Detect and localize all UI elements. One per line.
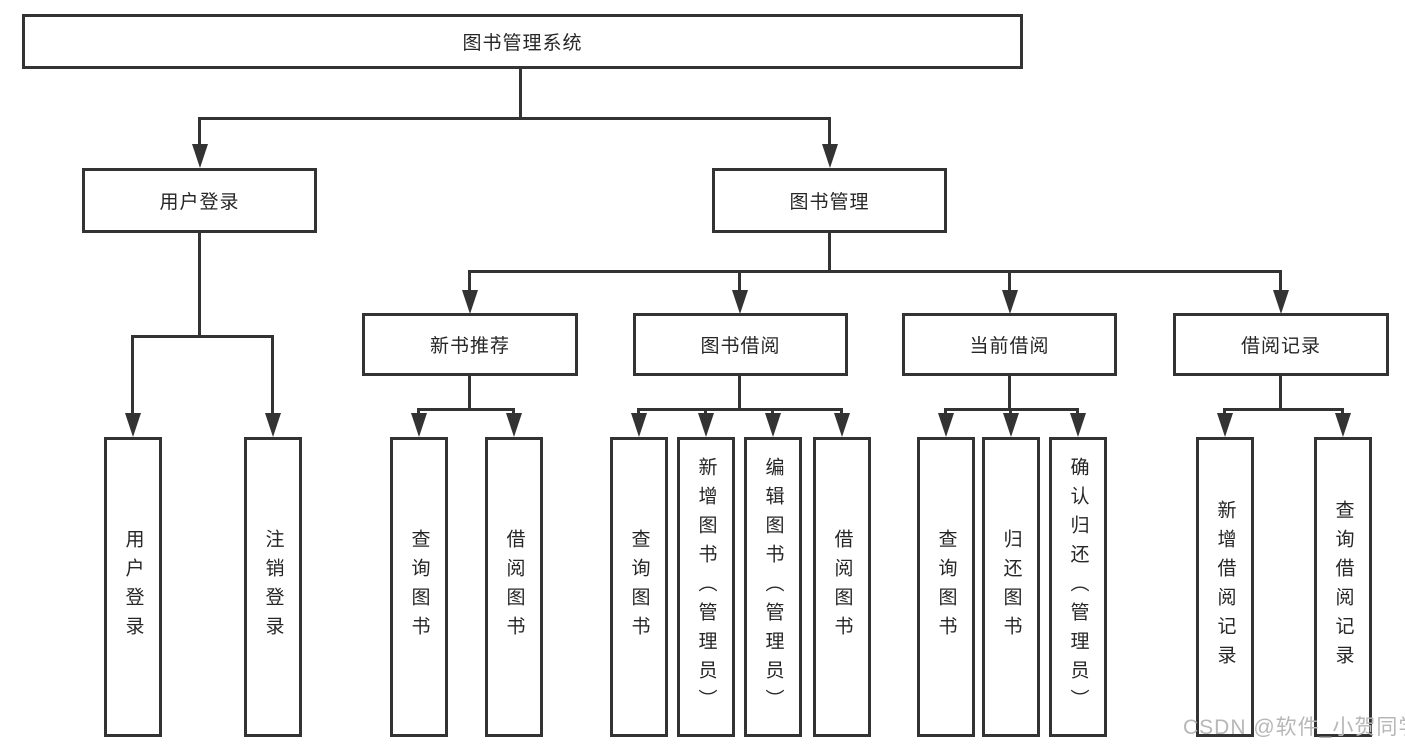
connector-leaf-drop <box>1223 408 1226 416</box>
node-user-login: 用户登录 <box>82 168 317 233</box>
connector-leaf-drop <box>771 408 774 416</box>
leaf-bb-edit-books-admin: 编辑图书（管理员） <box>744 437 802 737</box>
connector-leaf-drop <box>1009 408 1012 416</box>
node-current-borrow: 当前借阅 <box>902 313 1117 376</box>
arrowhead-currentborrow <box>1002 290 1018 314</box>
connector-newbookrec-drop <box>468 270 471 292</box>
leaf-nb-query-books-label: 查询图书 <box>408 529 430 645</box>
connector-leaf-drop <box>1076 408 1079 416</box>
connector-bookmgmt-hbar <box>468 270 1282 273</box>
arrowhead-leaf-nb-query <box>411 413 427 437</box>
watermark: CSDN @软件_小贺同学 <box>1183 716 1405 739</box>
connector-userlogin-hbar <box>131 335 274 338</box>
node-book-borrow: 图书借阅 <box>633 313 848 376</box>
leaf-bb-edit-books-admin-label: 编辑图书（管理员） <box>762 456 784 718</box>
connector-userlogin-stem <box>198 233 201 337</box>
connector-leaf-userlogin-drop <box>131 335 134 415</box>
leaf-user-login: 用户登录 <box>104 437 162 737</box>
arrowhead-leaf-nb-borrow <box>506 413 522 437</box>
arrowhead-leaf-bb-borrow <box>834 413 850 437</box>
node-book-mgmt: 图书管理 <box>712 168 947 233</box>
node-new-book-rec: 新书推荐 <box>362 313 578 376</box>
connector-borrowrecord-hbar <box>1223 408 1344 411</box>
node-book-borrow-label: 图书借阅 <box>700 336 781 357</box>
leaf-user-login-label: 用户登录 <box>122 529 144 645</box>
leaf-logout: 注销登录 <box>244 437 302 737</box>
leaf-br-query-record: 查询借阅记录 <box>1314 437 1372 737</box>
node-root-label: 图书管理系统 <box>462 33 583 54</box>
connector-leaf-drop <box>637 408 640 416</box>
connector-bookborrow-drop <box>738 270 741 292</box>
leaf-br-add-record: 新增借阅记录 <box>1196 437 1254 737</box>
node-new-book-rec-label: 新书推荐 <box>429 336 510 357</box>
connector-borrowrecord-drop <box>1279 270 1282 292</box>
node-user-login-label: 用户登录 <box>159 192 240 213</box>
connector-bookmgmt-stem <box>828 233 831 272</box>
leaf-bb-add-books-admin: 新增图书（管理员） <box>677 437 735 737</box>
connector-bookborrow-stem <box>738 376 741 410</box>
arrowhead-leaf-bb-add <box>698 413 714 437</box>
arrowhead-bookmgmt <box>822 144 838 168</box>
arrowhead-userlogin <box>192 144 208 168</box>
node-borrow-record: 借阅记录 <box>1173 313 1389 376</box>
node-book-mgmt-label: 图书管理 <box>789 192 870 213</box>
arrowhead-leaf-cb-confirm <box>1070 413 1086 437</box>
connector-leaf-logout-drop <box>271 335 274 415</box>
leaf-br-add-record-label: 新增借阅记录 <box>1214 500 1236 674</box>
leaf-cb-query-books-label: 查询图书 <box>935 529 957 645</box>
arrowhead-leaf-logout <box>265 413 281 437</box>
connector-leaf-drop <box>704 408 707 416</box>
connector-newbookrec-hbar <box>417 408 515 411</box>
leaf-nb-query-books: 查询图书 <box>390 437 448 737</box>
connector-root-hbar <box>198 117 831 120</box>
arrowhead-bookborrow <box>732 290 748 314</box>
arrowhead-leaf-br-add <box>1217 413 1233 437</box>
connector-leaf-drop <box>944 408 947 416</box>
leaf-bb-add-books-admin-label: 新增图书（管理员） <box>695 456 717 718</box>
connector-leaf-drop <box>512 408 515 416</box>
leaf-logout-label: 注销登录 <box>262 529 284 645</box>
arrowhead-borrowrecord <box>1273 290 1289 314</box>
arrowhead-leaf-br-query <box>1335 413 1351 437</box>
leaf-bb-borrow-books: 借阅图书 <box>813 437 871 737</box>
connector-currentborrow-drop <box>1008 270 1011 292</box>
connector-leaf-drop <box>417 408 420 416</box>
connector-userlogin-drop <box>198 117 201 147</box>
leaf-cb-return-books-label: 归还图书 <box>1000 529 1022 645</box>
leaf-cb-confirm-return-admin: 确认归还（管理员） <box>1049 437 1107 737</box>
leaf-cb-confirm-return-admin-label: 确认归还（管理员） <box>1067 456 1089 718</box>
connector-borrowrecord-stem <box>1279 376 1282 410</box>
arrowhead-leaf-userlogin <box>125 413 141 437</box>
arrowhead-newbookrec <box>462 290 478 314</box>
connector-leaf-drop <box>840 408 843 416</box>
connector-currentborrow-stem <box>1008 376 1011 410</box>
arrowhead-leaf-cb-query <box>938 413 954 437</box>
leaf-nb-borrow-books-label: 借阅图书 <box>503 529 525 645</box>
node-root: 图书管理系统 <box>22 14 1023 69</box>
node-borrow-record-label: 借阅记录 <box>1240 336 1321 357</box>
arrowhead-leaf-bb-query <box>631 413 647 437</box>
leaf-cb-query-books: 查询图书 <box>917 437 975 737</box>
leaf-bb-borrow-books-label: 借阅图书 <box>831 529 853 645</box>
connector-root-stem <box>519 69 522 119</box>
connector-leaf-drop <box>1341 408 1344 416</box>
connector-bookmgmt-drop <box>828 117 831 147</box>
connector-newbookrec-stem <box>468 376 471 410</box>
leaf-br-query-record-label: 查询借阅记录 <box>1332 500 1354 674</box>
arrowhead-leaf-cb-return <box>1003 413 1019 437</box>
leaf-nb-borrow-books: 借阅图书 <box>485 437 543 737</box>
arrowhead-leaf-bb-edit <box>765 413 781 437</box>
leaf-bb-query-books-label: 查询图书 <box>628 529 650 645</box>
node-current-borrow-label: 当前借阅 <box>969 336 1050 357</box>
leaf-bb-query-books: 查询图书 <box>610 437 668 737</box>
leaf-cb-return-books: 归还图书 <box>982 437 1040 737</box>
connector-bookborrow-hbar <box>637 408 843 411</box>
